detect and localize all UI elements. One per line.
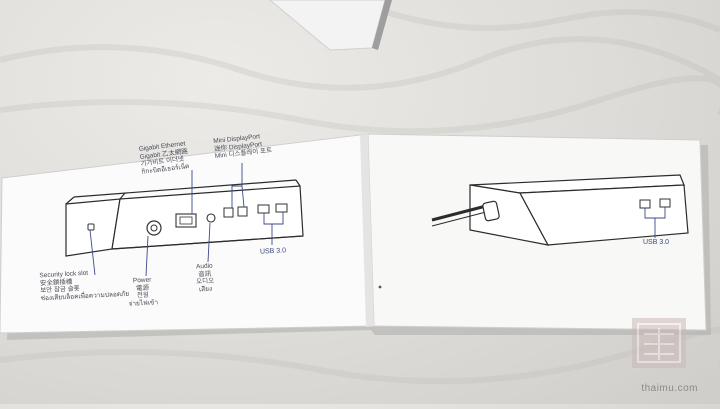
fabric-texture bbox=[0, 7, 720, 385]
audio-label: Audio 音訊 오디오 เสียง bbox=[195, 262, 215, 293]
gigabit-ethernet-label: Gigabit Ethernet Gigabit 乙太網路 기가비트 이더넷 ก… bbox=[138, 140, 190, 176]
usb-label-left: USB 3.0 bbox=[259, 247, 287, 256]
power-port-inner-icon bbox=[150, 224, 158, 232]
mini-displayport-2-icon bbox=[237, 206, 248, 217]
box-corner bbox=[269, 0, 386, 51]
ethernet-port-inner-icon bbox=[179, 216, 193, 225]
mini-displayport-1-icon bbox=[223, 207, 234, 218]
usb-port-1-icon bbox=[257, 204, 270, 214]
power-port-icon bbox=[146, 220, 162, 236]
security-lock-slot-label: Security lock slot 安全鎖插槽 보안 잠금 슬롯 ช่องเส… bbox=[39, 269, 130, 302]
box-corner-shadow bbox=[372, 0, 392, 50]
binding-staple bbox=[378, 285, 382, 289]
power-label: Power 電源 전원 จ่ายไฟเข้า bbox=[128, 276, 159, 308]
audio-port-icon bbox=[206, 213, 216, 223]
callout-lines-left bbox=[89, 163, 284, 277]
ethernet-port-icon bbox=[175, 213, 197, 228]
watermark-text: thaimu.com bbox=[641, 383, 698, 394]
usb-label-right: USB 3.0 bbox=[643, 239, 670, 246]
usb-port-2-icon bbox=[275, 203, 288, 213]
booklet-spine bbox=[360, 134, 374, 327]
security-lock-slot-icon bbox=[87, 223, 95, 231]
watermark-seal bbox=[632, 318, 686, 368]
